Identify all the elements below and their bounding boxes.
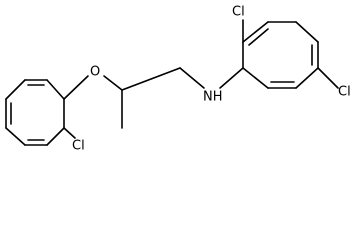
bond [242, 67, 269, 89]
bond [63, 127, 76, 139]
bond [179, 67, 205, 89]
bond [295, 67, 319, 89]
amine-label: NH [203, 90, 223, 105]
bond [219, 67, 244, 89]
bond [121, 67, 181, 91]
bond [317, 67, 339, 89]
double-bond [248, 28, 269, 46]
bond [63, 75, 89, 100]
bond [103, 75, 123, 91]
bond [295, 21, 319, 43]
structure-drawing: O NH Cl Cl Cl [5, 5, 351, 154]
chlorine-top-label: Cl [232, 5, 245, 20]
chlorine-left-label: Cl [72, 139, 85, 154]
bond [5, 127, 26, 146]
bond [46, 79, 65, 100]
bond [46, 127, 65, 146]
chlorine-right-label: Cl [338, 85, 351, 100]
atom-labels: O NH Cl Cl Cl [72, 5, 351, 154]
molecule-diagram: O NH Cl Cl Cl [5, 4, 351, 154]
bonds [5, 19, 339, 146]
oxygen-label: O [90, 65, 100, 80]
bond [5, 79, 26, 100]
bond [242, 21, 269, 43]
